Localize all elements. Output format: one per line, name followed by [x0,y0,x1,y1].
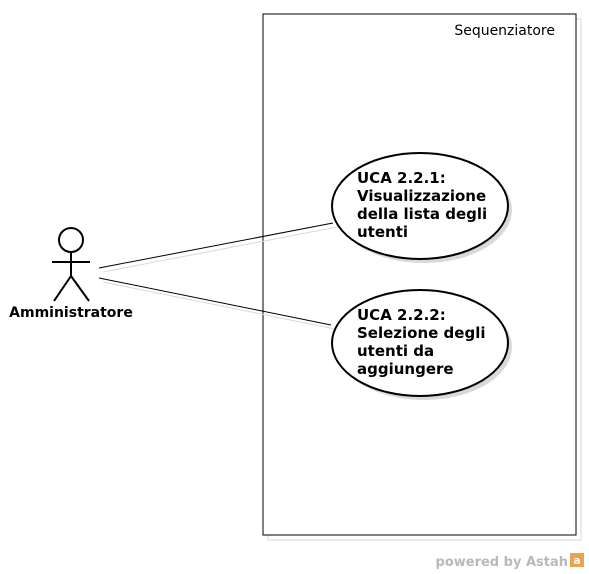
use-case-1-ellipse[interactable] [331,152,509,260]
use-case-uca-2-2-2[interactable]: UCA 2.2.2: Selezione degli utenti da agg… [331,289,512,400]
use-case-1-label: UCA 2.2.1: Visualizzazione della lista d… [357,169,492,241]
association-2[interactable] [98,277,332,326]
use-case-2-line-1: UCA 2.2.2: [357,306,446,324]
actor-amministratore[interactable]: Amministratore [9,227,133,321]
use-case-1-line-3: della lista degli [357,205,487,223]
association-1-shadow [102,226,338,273]
use-case-2-line-4: aggiungere [357,360,454,378]
watermark-text: powered by Astah [436,555,568,570]
actor-head [58,227,84,253]
association-2-shadow [102,281,336,330]
actor-left-leg [53,275,72,302]
use-case-uca-2-2-1[interactable]: UCA 2.2.1: Visualizzazione della lista d… [331,152,512,263]
use-case-1-line-2: Visualizzazione [357,187,486,205]
system-boundary[interactable]: Sequenziatore [262,13,582,541]
astah-logo-letter: a [573,554,580,567]
association-1[interactable] [98,222,334,269]
use-case-2-line-2: Selezione degli [357,324,485,342]
actor-right-leg [70,275,90,302]
astah-watermark: powered by Astah a [436,553,584,570]
use-case-1-line-4: utenti [357,223,408,241]
use-case-2-ellipse[interactable] [331,289,509,397]
use-case-2-label: UCA 2.2.2: Selezione degli utenti da agg… [357,306,491,378]
actor-name: Amministratore [9,305,133,321]
use-case-1-line-1: UCA 2.2.1: [357,169,446,187]
system-name: Sequenziatore [454,23,555,39]
astah-logo-icon [570,553,584,567]
system-boundary-box[interactable] [262,13,577,536]
use-case-2-line-3: utenti da [357,342,434,360]
associations [98,222,338,330]
